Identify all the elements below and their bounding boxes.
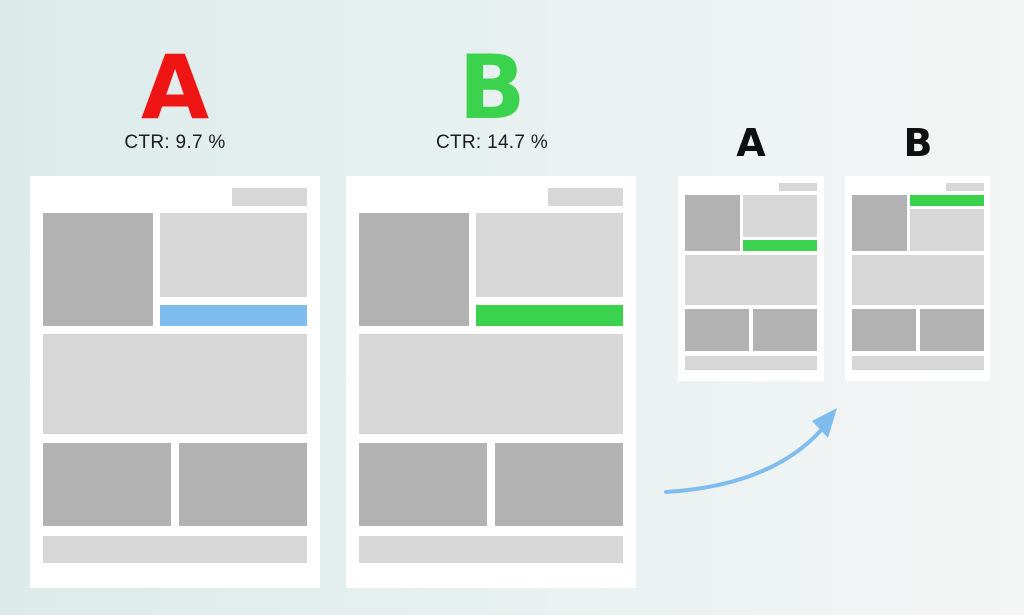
text-block (476, 213, 623, 297)
variant-a-page-mockup (30, 176, 320, 588)
card-left (359, 443, 487, 526)
cta-button (476, 305, 623, 326)
thumbnail-a-page (678, 176, 824, 381)
card-right (920, 309, 984, 351)
cta-button (160, 305, 307, 326)
content-block (852, 255, 984, 305)
variant-a-ctr: CTR: 9.7 % (124, 132, 226, 153)
thumbnail-b-label: B (903, 121, 933, 165)
image-block (359, 213, 469, 326)
variant-b-page-mockup (346, 176, 636, 588)
footer-block (359, 536, 623, 563)
image-block (852, 195, 907, 251)
text-block (160, 213, 307, 297)
card-right (179, 443, 307, 526)
header-block (779, 183, 817, 191)
header-block (232, 188, 307, 206)
card-left (685, 309, 749, 351)
footer-block (852, 356, 984, 370)
thumbnail-b-page (845, 176, 990, 381)
footer-block (685, 356, 817, 370)
header-block (946, 183, 984, 191)
cta-button (910, 195, 984, 206)
content-block (43, 334, 307, 434)
variant-b-ctr: CTR: 14.7 % (435, 132, 549, 153)
cta-button (743, 240, 817, 251)
thumbnail-a-label: A (736, 121, 766, 165)
card-right (753, 309, 817, 351)
card-left (43, 443, 171, 526)
content-block (359, 334, 623, 434)
text-block (910, 209, 984, 251)
variant-a-letter: A (140, 36, 210, 139)
content-block (685, 255, 817, 305)
footer-block (43, 536, 307, 563)
variant-b-letter: B (458, 36, 526, 139)
image-block (685, 195, 740, 251)
card-right (495, 443, 623, 526)
header-block (548, 188, 623, 206)
text-block (743, 195, 817, 237)
image-block (43, 213, 153, 326)
card-left (852, 309, 916, 351)
